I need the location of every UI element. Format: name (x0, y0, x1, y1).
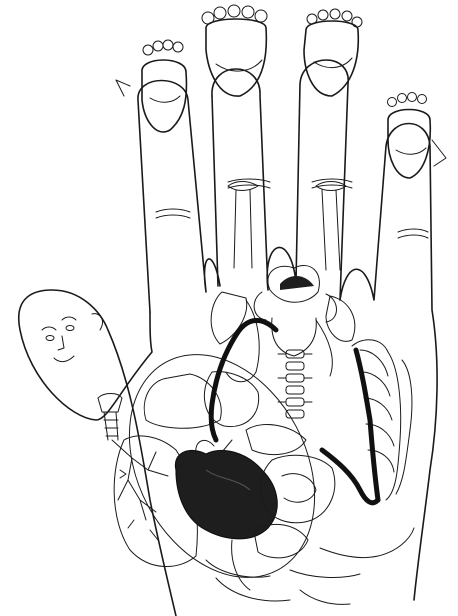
eyebrow (42, 327, 56, 330)
foot-index (116, 40, 186, 132)
thumb-face (42, 314, 102, 362)
crease (398, 235, 428, 238)
foot-ring (304, 9, 362, 96)
crease (398, 229, 428, 232)
nose (58, 336, 64, 350)
crease (156, 209, 190, 212)
finger-bones (228, 182, 346, 271)
bronchi (112, 440, 168, 520)
middle-finger-inner (212, 96, 218, 286)
mouth (54, 356, 74, 362)
eyebrow (62, 317, 76, 320)
trachea (98, 394, 122, 441)
heart (175, 451, 277, 539)
vessel-left (211, 320, 276, 440)
index-finger-outline (138, 81, 220, 313)
lower-body (216, 528, 414, 604)
crease (156, 215, 190, 218)
ear (92, 314, 102, 330)
foot-little (388, 93, 447, 179)
eye (66, 326, 74, 331)
eye (46, 336, 54, 341)
thumb-outline (19, 290, 176, 616)
spine (278, 350, 312, 418)
vessel-lower (322, 450, 378, 503)
